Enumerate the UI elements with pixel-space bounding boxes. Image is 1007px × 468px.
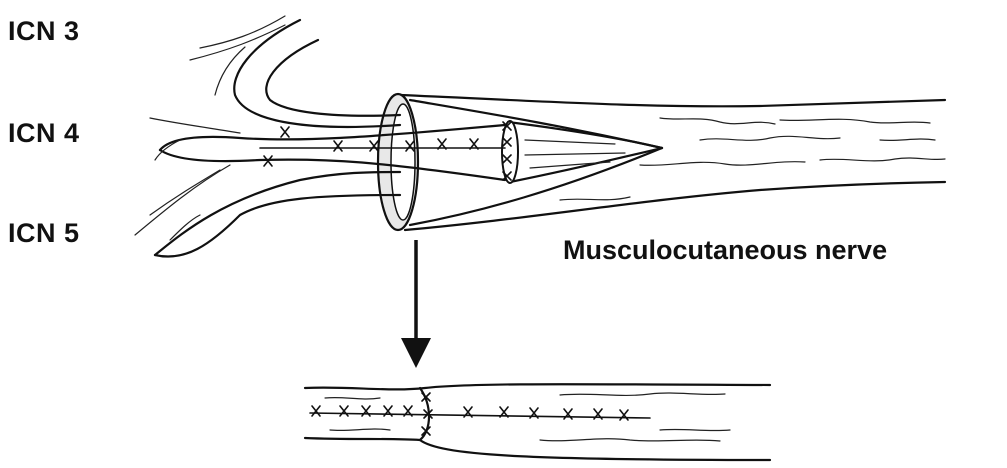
intercostal-nerve-3 [190, 16, 400, 127]
epineurial-sleeve [378, 94, 662, 230]
intercostal-nerve-5 [135, 165, 400, 257]
completed-repair [305, 384, 770, 460]
down-arrow-icon [401, 240, 431, 368]
